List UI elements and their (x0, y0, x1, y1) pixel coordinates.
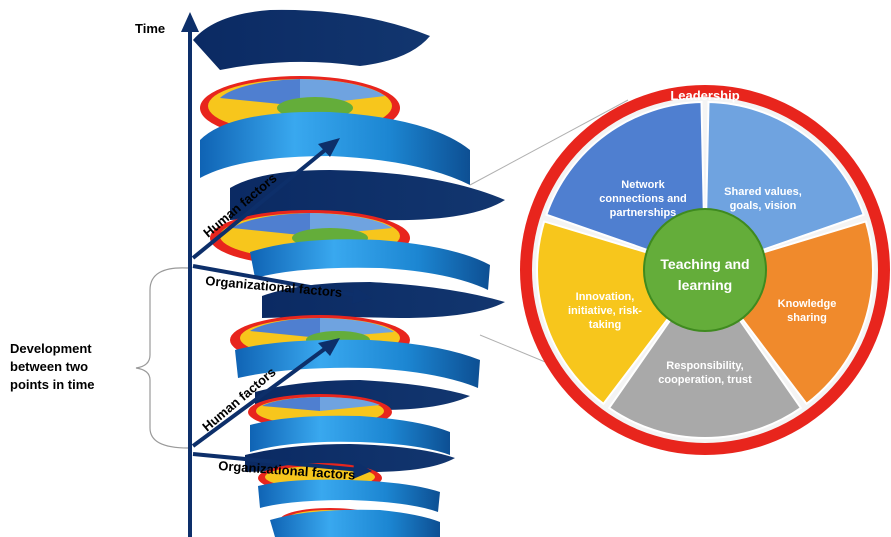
time-axis-arrowhead (181, 12, 199, 32)
segment-label-network: partnerships (610, 207, 677, 219)
spiral-layers (193, 9, 505, 537)
svg-text:points in time: points in time (10, 377, 95, 392)
center-label-line-1: Teaching and (660, 256, 749, 272)
segment-label-responsibility: Responsibility, (666, 360, 743, 372)
spiral-layer-1 (193, 9, 470, 185)
spiral-layer-3 (230, 282, 505, 388)
svg-text:between two: between two (10, 359, 88, 374)
human-factors-arrow-bottom (191, 338, 340, 448)
segment-label-responsibility: cooperation, trust (658, 374, 752, 386)
spiral-layer-2 (210, 170, 505, 290)
development-bracket (135, 267, 189, 449)
segment-label-knowledge-sharing: Knowledge (778, 298, 837, 310)
segment-label-knowledge-sharing: sharing (787, 312, 827, 324)
segment-label-innovation: initiative, risk- (568, 305, 642, 317)
svg-text:Development: Development (10, 341, 92, 356)
human-factors-arrow-top (191, 138, 340, 260)
segment-label-shared-values: goals, vision (730, 200, 797, 212)
organizational-factors-arrow-bottom (192, 452, 372, 479)
time-axis (181, 12, 199, 537)
factor-arrows (191, 138, 372, 479)
segment-label-network: connections and (599, 193, 686, 205)
center-label-line-2: learning (678, 277, 732, 293)
leadership-label: Leadership (670, 88, 739, 103)
segment-label-innovation: taking (589, 319, 621, 331)
segment-label-network: Network (621, 179, 665, 191)
segment-label-shared-values: Shared values, (724, 186, 802, 198)
spiral-layer-6 (270, 508, 440, 537)
development-label: Development between two points in time (10, 341, 95, 392)
time-label: Time (135, 21, 165, 36)
segment-label-innovation: Innovation, (576, 291, 635, 303)
leadership-wheel: Network connections and partnerships Shared… (520, 85, 890, 455)
spiral-layer-4 (248, 380, 470, 455)
teaching-learning-center (643, 208, 767, 332)
organizational-factors-arrow-top (192, 264, 372, 304)
